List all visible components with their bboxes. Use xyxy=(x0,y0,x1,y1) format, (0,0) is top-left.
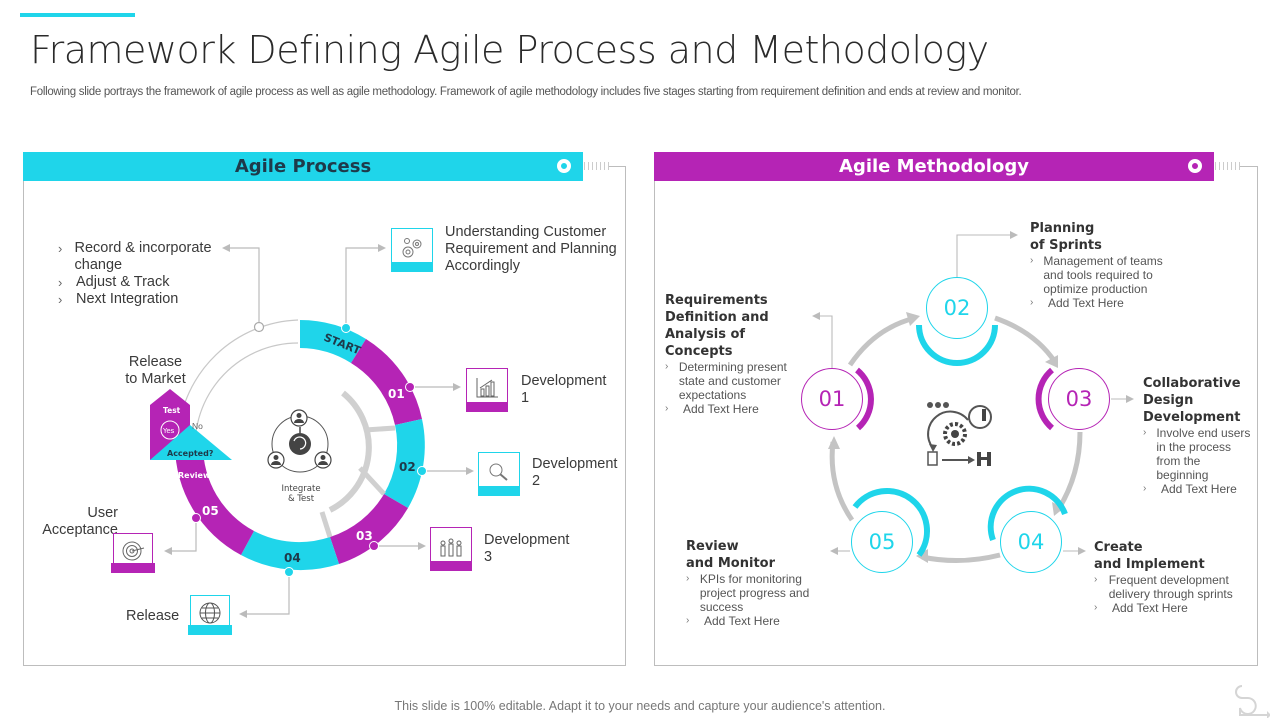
agile-process-cycle-diagram: START 01 02 03 04 05 Review Test Yes No … xyxy=(150,244,474,618)
stage-circle-02: 02 xyxy=(926,277,988,339)
page-subtitle: Following slide portrays the framework o… xyxy=(30,86,1022,98)
footer-note: This slide is 100% editable. Adapt it to… xyxy=(394,699,886,713)
agile-methodology-title: Agile Methodology xyxy=(839,156,1029,177)
svg-text:05: 05 xyxy=(202,504,219,518)
svg-text:Yes: Yes xyxy=(162,427,175,435)
loop-logo-icon xyxy=(1235,685,1270,718)
user-acceptance-icon-box xyxy=(111,533,155,573)
stage-bullets: ›Management of teams and tools required … xyxy=(1030,254,1163,310)
svg-text:Test: Test xyxy=(163,406,181,415)
feedback-node xyxy=(253,321,265,333)
agile-process-header: Agile Process xyxy=(23,152,583,181)
feedback-item: ›Next Integration xyxy=(58,291,179,307)
dev2-icon-box xyxy=(478,452,520,496)
stage-bullets: ›KPIs for monitoring project progress an… xyxy=(686,572,810,628)
header-dot-icon xyxy=(557,159,571,173)
dev3-icon-box xyxy=(430,527,472,571)
svg-text:Review: Review xyxy=(178,471,211,480)
stage-circle-03: 03 xyxy=(1048,368,1110,430)
header-dot-icon xyxy=(1188,159,1202,173)
growth-chart-icon xyxy=(466,368,508,408)
team-people-icon xyxy=(430,527,472,567)
magnifier-icon xyxy=(478,452,520,492)
release-label: Release xyxy=(126,608,180,624)
agile-methodology-header: Agile Methodology xyxy=(654,152,1214,181)
svg-text:No: No xyxy=(192,421,203,431)
gears-icon xyxy=(391,228,433,268)
feedback-list: ›Record & incorporate change ›Adjust & T… xyxy=(58,240,228,308)
stage-bullets: ›Involve end users in the process from t… xyxy=(1143,426,1251,496)
understanding-label: Understanding Customer Requirement and P… xyxy=(445,224,617,274)
center-process-gear-icon xyxy=(927,402,992,466)
center-label: Integrate& Test xyxy=(281,484,321,504)
dev1-icon-box xyxy=(466,368,508,412)
agile-process-panel xyxy=(23,166,626,666)
feedback-item: ›Record & incorporate change xyxy=(58,240,212,273)
stage-circle-04: 04 xyxy=(1000,511,1062,573)
stage-bullets: ›Determining present state and customer … xyxy=(665,360,787,416)
release-icon-box xyxy=(188,595,232,635)
ring-segments xyxy=(175,320,425,571)
svg-text:Accepted?: Accepted? xyxy=(167,449,214,458)
title-accent-bar xyxy=(20,13,135,17)
stage-bullets: ›Frequent development delivery through s… xyxy=(1094,573,1233,615)
agile-methodology-panel xyxy=(654,166,1258,666)
svg-text:03: 03 xyxy=(356,529,373,543)
stage-circle-05: 05 xyxy=(851,511,913,573)
header-tick-decoration xyxy=(584,162,609,170)
understanding-icon-box xyxy=(391,228,433,272)
svg-text:02: 02 xyxy=(399,460,416,474)
agile-methodology-cycle-diagram xyxy=(812,231,1134,564)
agile-process-title: Agile Process xyxy=(234,156,372,177)
feedback-item: ›Adjust & Track xyxy=(58,274,170,290)
header-tick-decoration xyxy=(1215,162,1240,170)
page-title: Framework Defining Agile Process and Met… xyxy=(30,28,989,72)
header-connector-line xyxy=(1240,166,1258,167)
stage-circle-01: 01 xyxy=(801,368,863,430)
header-connector-line xyxy=(609,166,626,167)
svg-text:01: 01 xyxy=(388,387,405,401)
svg-text:04: 04 xyxy=(284,551,301,565)
globe-icon xyxy=(190,595,230,631)
